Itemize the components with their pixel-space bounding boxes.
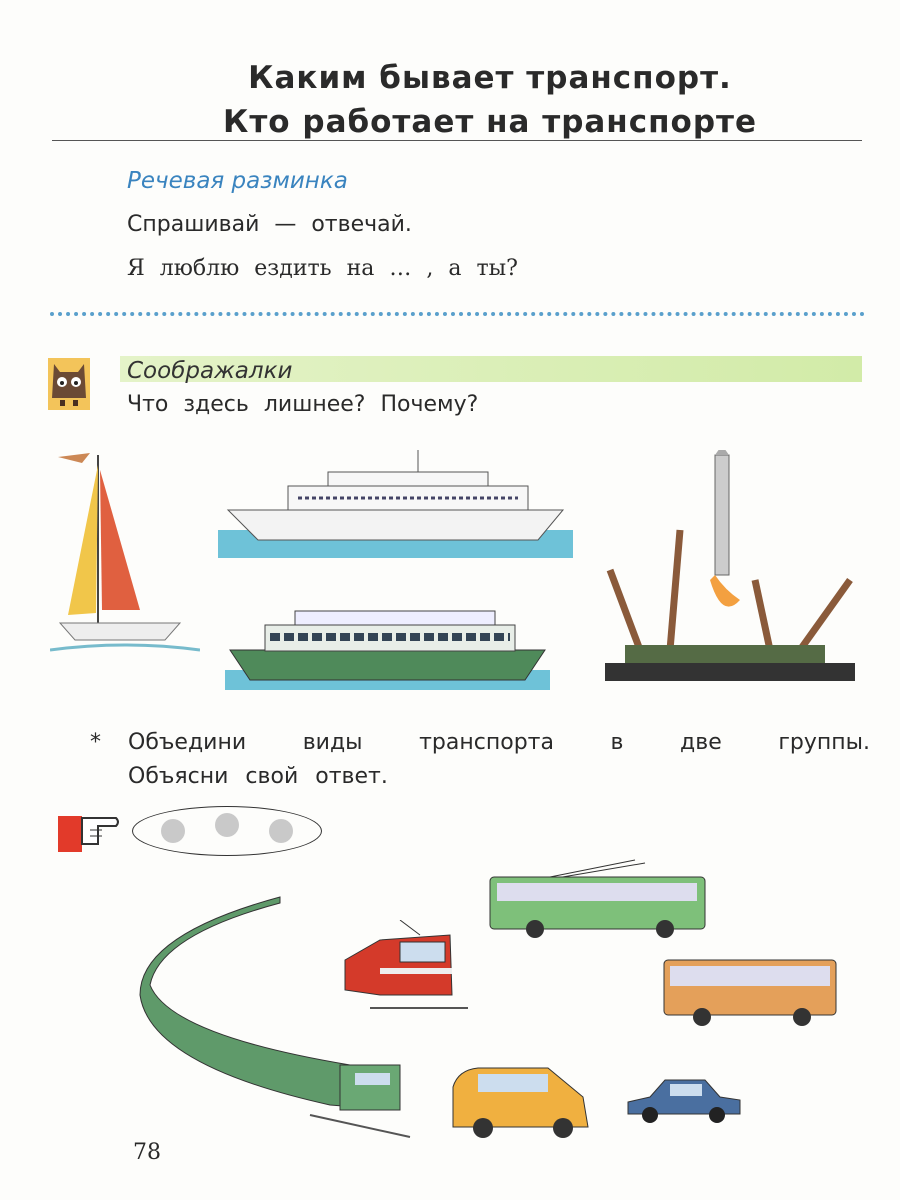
dotted-divider: [50, 312, 865, 316]
puzzle-heading: Соображалки: [127, 358, 293, 384]
task-line-2: Объясни свой ответ.: [128, 764, 388, 789]
grouping-oval: [132, 806, 322, 856]
page-title: Каким бывает транспорт. Кто работает на …: [0, 56, 900, 144]
car-illustration: [627, 1079, 741, 1123]
owl-icon: [48, 358, 90, 410]
minibus-taxi-illustration: [452, 1067, 589, 1138]
pointing-hand-icon: [58, 816, 119, 852]
page-number: 78: [133, 1140, 161, 1165]
group-dot: [215, 813, 239, 837]
cruise-ship-illustration: [218, 450, 573, 558]
heading-band: [120, 356, 862, 382]
title-line-1: Каким бывает транспорт.: [248, 60, 732, 96]
group-dot: [269, 819, 293, 843]
bus-illustration: [663, 959, 837, 1026]
rocket-launch-illustration: [605, 450, 855, 681]
river-boat-illustration: [225, 610, 550, 690]
task-line-1: Объедини виды транспорта в две группы.: [128, 730, 870, 755]
task-text: * Объедини виды транспорта в две группы.…: [90, 726, 870, 794]
task-star-marker: *: [90, 730, 101, 755]
trolleybus-illustration: [489, 859, 706, 938]
puzzle-question: Что здесь лишнее? Почему?: [127, 392, 479, 417]
title-divider: [52, 140, 862, 141]
title-line-2: Кто работает на транспорте: [222, 104, 758, 140]
tram-illustration: [344, 920, 468, 1009]
train-illustration: [139, 896, 411, 1138]
group-dot: [161, 819, 185, 843]
warmup-heading: Речевая разминка: [127, 168, 348, 194]
warmup-line-1: Спрашивай — отвечай.: [127, 212, 412, 237]
warmup-line-2: Я люблю ездить на … , а ты?: [127, 256, 518, 281]
sailboat-illustration: [50, 453, 200, 652]
